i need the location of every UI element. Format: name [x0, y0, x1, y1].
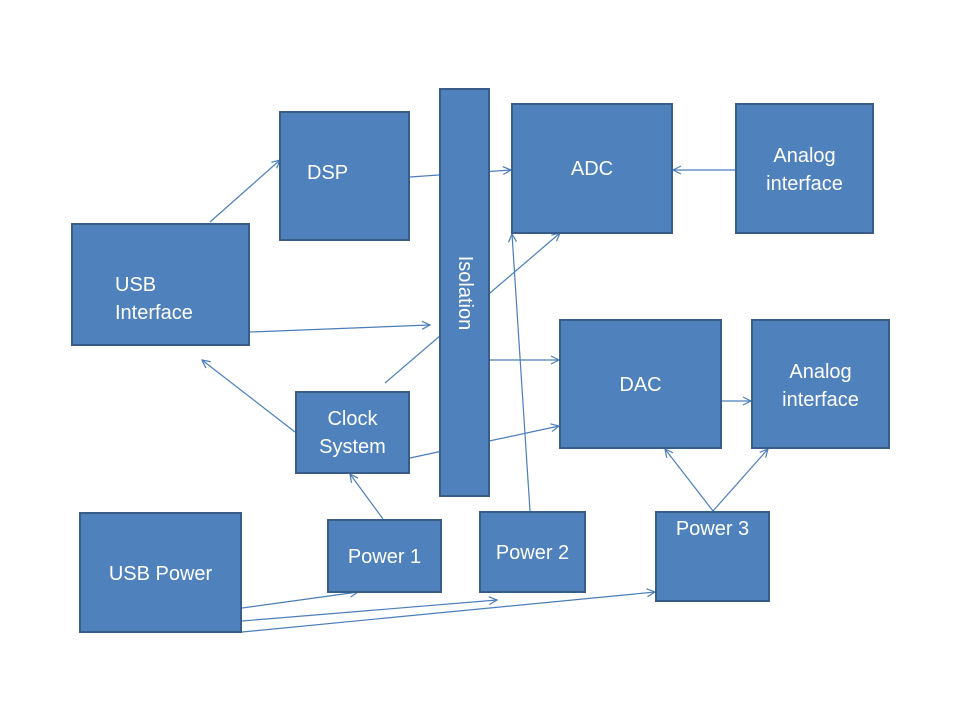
analog-interface-bottom-label-line2: interface: [782, 389, 859, 411]
arrow-power3-to-analog: [712, 449, 768, 512]
usb-interface-label-line1: USB: [115, 274, 157, 296]
analog-interface-bottom-block: Analog interface: [751, 319, 890, 449]
analog-interface-bottom-label-line1: Analog: [789, 361, 852, 383]
arrow-power3-to-dac: [665, 449, 714, 512]
dac-block: DAC: [559, 319, 722, 449]
power-2-label: Power 2: [495, 542, 570, 564]
arrow-usb-to-isolation: [249, 325, 430, 333]
dsp-block: DSP: [279, 111, 410, 241]
arrow-usbpower-to-power3: [241, 592, 655, 633]
analog-interface-top-block: Analog interface: [735, 103, 874, 234]
usb-power-block: USB Power: [79, 512, 242, 633]
power-1-block: Power 1: [327, 519, 442, 593]
power-3-block: Power 3: [655, 511, 770, 602]
usb-interface-label-line2: Interface: [115, 302, 193, 324]
arrow-power1-to-clock: [350, 474, 384, 520]
adc-block: ADC: [511, 103, 673, 234]
arrow-usb-to-dsp: [209, 160, 280, 223]
clock-system-label-line1: Clock: [327, 408, 378, 430]
clock-system-label-line2: System: [319, 436, 386, 458]
usb-power-label: USB Power: [108, 563, 213, 585]
power-3-label: Power 3: [675, 518, 750, 540]
arrow-usbpower-to-power2: [241, 600, 497, 622]
usb-interface-block: USB Interface: [71, 223, 250, 346]
analog-interface-top-label-line1: Analog: [773, 145, 836, 167]
dsp-label: DSP: [307, 162, 349, 184]
clock-system-block: Clock System: [295, 391, 410, 474]
adc-label: ADC: [570, 158, 614, 180]
arrow-power2-to-adc: [512, 234, 531, 512]
arrow-usbpower-to-power1: [241, 592, 358, 609]
power-1-label: Power 1: [347, 546, 422, 568]
arrow-clock-to-usb: [202, 360, 296, 433]
power-2-block: Power 2: [479, 511, 586, 593]
analog-interface-top-label-line2: interface: [766, 173, 843, 195]
isolation-label: Isolation: [453, 255, 476, 330]
dac-label: DAC: [619, 374, 662, 396]
isolation-block: Isolation: [439, 88, 490, 497]
